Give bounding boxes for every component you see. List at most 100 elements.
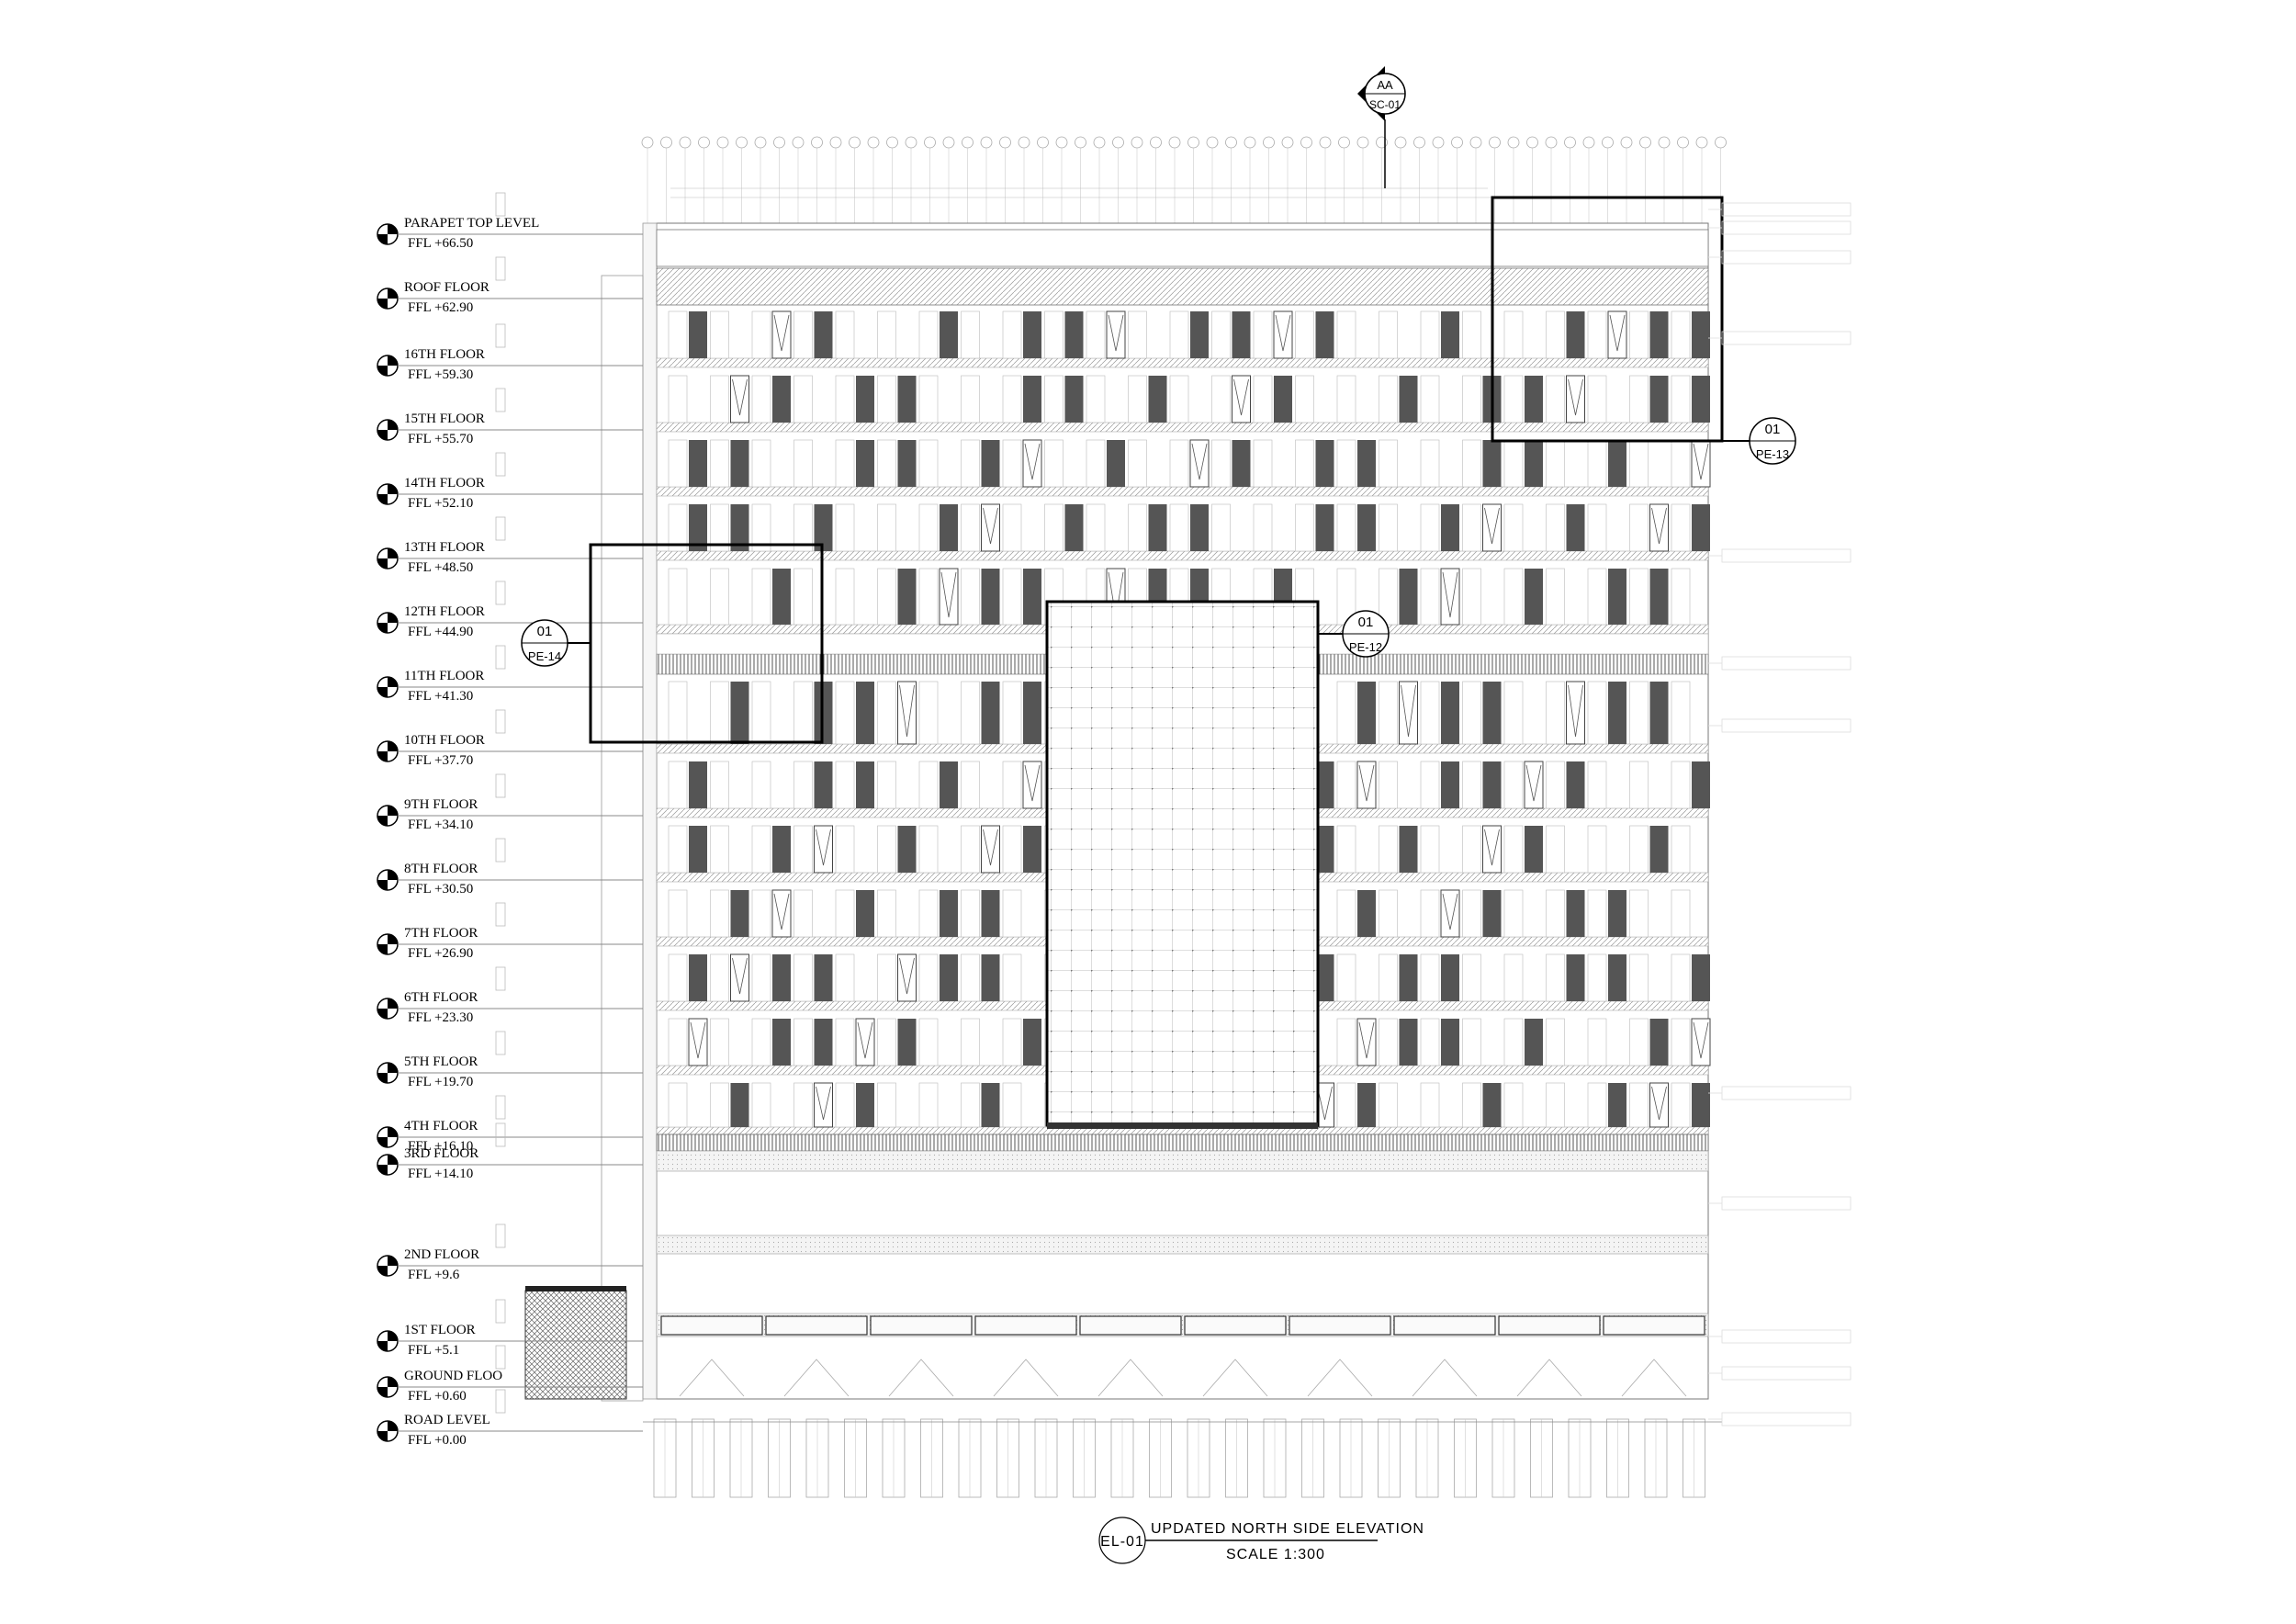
grid-bubble: [1356, 136, 1369, 149]
level-name: 8TH FLOOR: [404, 862, 478, 876]
solid-panel: [1315, 440, 1334, 487]
solid-panel: [1399, 569, 1418, 625]
curtain-wall-base: [1047, 1122, 1318, 1129]
drawing-code: EL-01: [1100, 1534, 1144, 1550]
window: [1002, 761, 1022, 809]
level-name: PARAPET TOP LEVEL: [404, 216, 539, 231]
operable-window: [939, 568, 959, 626]
operable-window: [814, 1082, 833, 1128]
grid-bubble: [792, 136, 805, 149]
level-elevation: FFL +9.6: [408, 1268, 460, 1282]
solid-panel: [1315, 954, 1334, 1001]
window: [1044, 503, 1064, 552]
window: [961, 681, 980, 745]
grid-bubble: [736, 136, 748, 149]
operable-window: [688, 1018, 708, 1066]
window: [1629, 503, 1649, 552]
window: [668, 681, 688, 745]
window: [1462, 953, 1481, 1002]
level-elevation: FFL +48.50: [408, 560, 473, 575]
window: [1253, 310, 1273, 359]
solid-panel: [1064, 504, 1084, 551]
grid-bubble: [1394, 136, 1407, 149]
window: [1211, 310, 1231, 359]
solid-panel: [1608, 954, 1626, 1001]
solid-panel: [689, 826, 707, 873]
level-elevation: FFL +44.90: [408, 625, 473, 639]
window: [1462, 761, 1481, 809]
solid-panel: [940, 890, 958, 937]
window: [668, 1018, 688, 1066]
level-name: GROUND FLOO: [404, 1369, 502, 1383]
window: [1420, 889, 1440, 938]
window: [1671, 503, 1691, 552]
solid-panel: [856, 761, 874, 808]
operable-window: [1440, 568, 1460, 626]
window: [1379, 953, 1398, 1002]
window: [1379, 681, 1398, 745]
window: [961, 761, 980, 809]
solid-panel: [730, 890, 749, 937]
solid-panel: [1649, 311, 1669, 358]
level-elevation: FFL +55.70: [408, 432, 473, 446]
window: [877, 761, 896, 809]
solid-panel: [1274, 376, 1292, 423]
window: [668, 889, 688, 938]
operable-window: [1607, 310, 1627, 359]
window: [1629, 1082, 1649, 1128]
window: [1587, 889, 1607, 938]
window: [793, 568, 813, 626]
solid-panel: [1357, 1083, 1376, 1127]
window: [1503, 503, 1524, 552]
window: [751, 761, 771, 809]
note-placeholder: [1721, 1196, 1851, 1211]
window: [1420, 681, 1440, 745]
window: [961, 375, 980, 423]
window: [1587, 310, 1607, 359]
parapet-band: [656, 229, 1709, 267]
window: [1002, 439, 1022, 488]
callout-pe-13[interactable]: 01 PE-13: [1722, 417, 1796, 465]
solid-panel: [1566, 890, 1585, 937]
section-marker[interactable]: AA SC-01: [1357, 66, 1406, 188]
solid-panel: [772, 569, 791, 625]
solid-panel: [1525, 440, 1543, 487]
grid-bubble: [1507, 136, 1520, 149]
grid-line-bubbles: [641, 136, 1727, 225]
window: [835, 761, 855, 809]
grid-bubble: [1168, 136, 1181, 149]
callout-pe-14[interactable]: 01 PE-14: [521, 619, 591, 667]
window: [961, 568, 980, 626]
window: [1462, 889, 1481, 938]
bay: [1079, 1315, 1182, 1336]
solid-panel: [1023, 569, 1041, 625]
note-placeholder: [1721, 1412, 1851, 1427]
grid-bubble: [1451, 136, 1463, 149]
operable-window: [1482, 503, 1502, 552]
window: [1379, 889, 1398, 938]
window: [1546, 1018, 1565, 1066]
window: [1503, 1018, 1524, 1066]
operable-window: [1691, 1018, 1711, 1066]
window: [1336, 1018, 1356, 1066]
callout-pe-12[interactable]: 01 PE-12: [1318, 610, 1390, 658]
note-placeholder: [1721, 202, 1851, 217]
window: [1002, 503, 1022, 552]
grid-bubble: [1602, 136, 1614, 149]
solid-panel: [1649, 826, 1669, 873]
solid-panel: [814, 761, 833, 808]
operable-window: [1524, 761, 1544, 809]
window: [961, 825, 980, 874]
window: [1462, 375, 1481, 423]
podium-band: [656, 1133, 1709, 1152]
window: [1420, 1082, 1440, 1128]
note-placeholder: [1721, 718, 1851, 733]
solid-panel: [981, 682, 1000, 744]
window: [961, 1018, 980, 1066]
window: [1044, 439, 1064, 488]
solid-panel: [1315, 826, 1334, 873]
window: [1587, 825, 1607, 874]
operable-window: [1356, 1018, 1377, 1066]
callout-sheet: PE-12: [1349, 640, 1382, 654]
